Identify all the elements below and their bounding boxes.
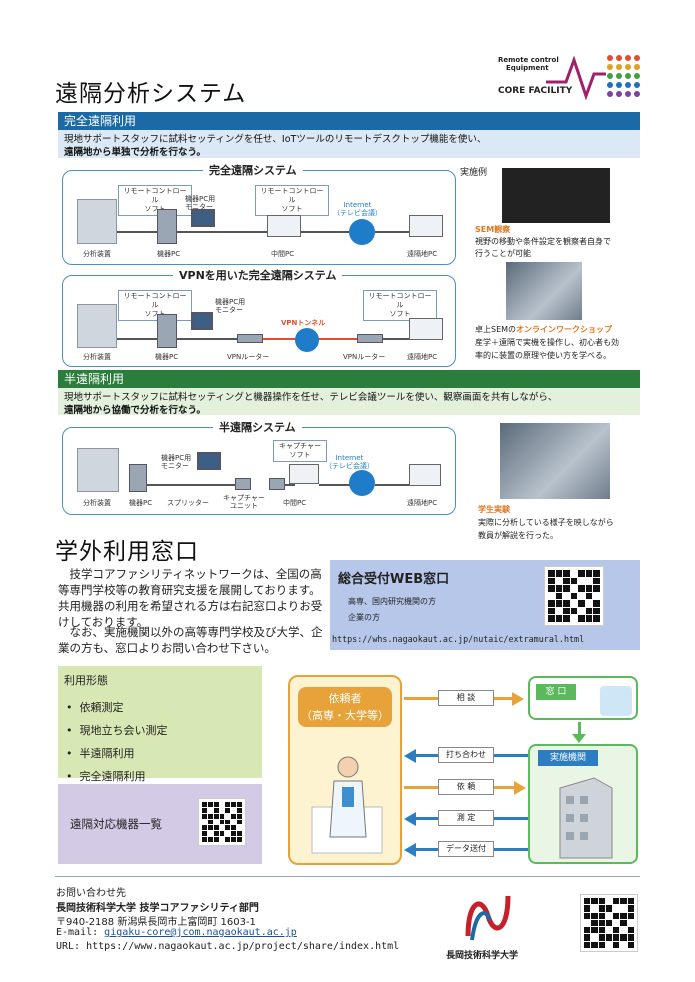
vpn-router-2	[357, 334, 383, 343]
flow-step-measurement: 測 定	[438, 810, 494, 826]
intermediate-pc	[289, 464, 319, 484]
contact-email-line: E-mail: gigaku-core@jcom.nagaokaut.ac.jp	[56, 927, 297, 938]
remote-pc	[409, 215, 443, 237]
analyzer-device	[77, 199, 117, 244]
contact-org: 長岡技術科学大学 技学コアファシリティ部門	[56, 903, 259, 914]
external-paragraph-1: 技学コアファシリティネットワークは、全国の高等専門学校等の教育研究支援を展開して…	[58, 567, 323, 629]
university-name: 長岡技術科学大学	[446, 951, 519, 961]
web-window-qr-code[interactable]	[544, 566, 604, 626]
internet-globe-icon	[349, 219, 375, 245]
instrument-pc	[129, 464, 147, 492]
workshop-photo	[506, 262, 582, 320]
external-use-title: 学外利用窓口	[55, 539, 199, 565]
external-paragraph-2: なお、実施機関以外の高等専門学校及び大学、企業の方も、窓口よりお問い合わせ下さい…	[58, 625, 323, 655]
flow-step-request: 依 頼	[438, 779, 494, 795]
usage-types-panel: 利用形態 • 依頼測定 • 現地立ち会い測定 • 半遠隔利用 • 完全遠隔利用	[58, 666, 262, 783]
flow-step-meeting: 打ち合わせ	[438, 747, 494, 763]
monitor	[191, 209, 215, 227]
institution-box: 実施機関	[528, 744, 638, 864]
sem-observation-photo	[502, 168, 610, 223]
contact-address: 〒940-2188 新潟県長岡市上富岡町 1603-1	[56, 917, 256, 928]
instrument-pc	[157, 314, 177, 348]
splitter	[235, 478, 251, 490]
vpn-router-1	[237, 334, 263, 343]
examples-heading: 実施例	[460, 168, 488, 178]
remote-pc	[409, 464, 441, 486]
student-lab-photo	[500, 423, 610, 499]
full-remote-description: 現地サポートスタッフに試料セッティングを任せ、IoTツールのリモートデスクトップ…	[58, 130, 640, 158]
semi-remote-system-diagram: 半遠隔システム キャプチャー ソフト 機器PC用 モニター Internet （…	[62, 419, 456, 515]
capture-unit	[269, 478, 285, 490]
page-title: 遠隔分析システム	[55, 81, 247, 107]
usage-list: • 依頼測定 • 現地立ち会い測定 • 半遠隔利用 • 完全遠隔利用	[66, 701, 168, 783]
contact-email-link[interactable]: gigaku-core@jcom.nagaokaut.ac.jp	[104, 927, 297, 938]
semi-remote-description: 現地サポートスタッフに試料セッティングと機器操作を任せ、テレビ会議ツールを使い、…	[58, 388, 640, 416]
web-window-panel: 総合受付WEB窓口 高専、国内研究機関の方 企業の方 https://whs.n…	[330, 560, 640, 650]
core-facility-logo: Remote control Equipment CORE FACILITY	[498, 52, 640, 102]
building-icon	[559, 777, 613, 859]
monitor	[197, 452, 221, 470]
flow-step-consultation: 相 談	[438, 690, 494, 706]
web-window-url[interactable]: https://whs.nagaokaut.ac.jp/nutaic/extra…	[332, 634, 585, 644]
monitor	[191, 312, 213, 330]
university-logo-icon	[465, 895, 511, 941]
researcher-illustration	[311, 756, 383, 854]
footer-qr-code[interactable]	[580, 894, 638, 952]
flow-step-data-delivery: データ送付	[438, 841, 494, 857]
requester-label: 依頼者 （高専・大学等）	[298, 687, 392, 727]
remote-equipment-list-panel: 遠隔対応機器一覧	[58, 784, 262, 864]
requester-box: 依頼者 （高専・大学等）	[288, 675, 402, 865]
analyzer-device	[77, 448, 119, 492]
logo-wave-icon	[546, 55, 640, 101]
full-remote-band: 完全遠隔利用	[58, 112, 640, 130]
analyzer-device	[77, 304, 117, 348]
internet-globe-icon	[295, 328, 319, 352]
contact-heading: お問い合わせ先	[56, 888, 126, 899]
intermediate-pc	[267, 215, 301, 237]
full-remote-system-diagram: 完全遠隔システム リモートコントロール ソフト リモートコントロール ソフト 機…	[62, 162, 456, 265]
window-box: 窓 口	[528, 676, 638, 720]
contact-url[interactable]: URL: https://www.nagaokaut.ac.jp/project…	[56, 941, 400, 952]
remote-pc	[409, 318, 443, 340]
vpn-remote-system-diagram: VPNを用いた完全遠隔システム リモートコントロール ソフト リモートコントロー…	[62, 267, 456, 367]
internet-globe-icon	[349, 470, 375, 496]
reception-desk-icon	[600, 686, 632, 716]
equipment-list-qr-code[interactable]	[198, 798, 246, 846]
instrument-pc	[157, 209, 177, 244]
semi-remote-band: 半遠隔利用	[58, 370, 640, 388]
